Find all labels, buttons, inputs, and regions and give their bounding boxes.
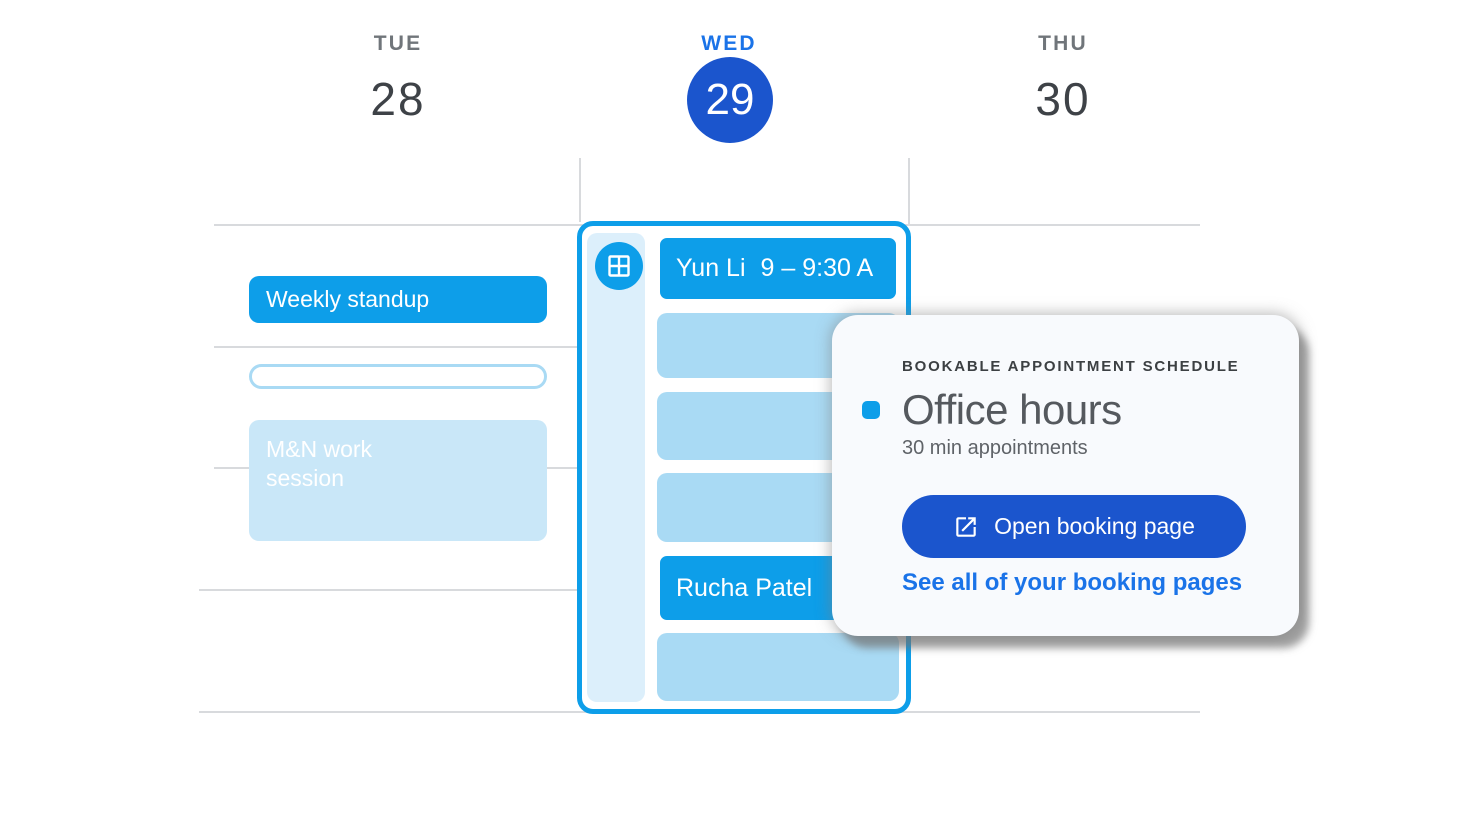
weekday-label-wed: WED <box>701 32 757 55</box>
popup-eyebrow: BOOKABLE APPOINTMENT SCHEDULE <box>902 358 1240 375</box>
appointment-attendee: Rucha Patel <box>676 573 813 602</box>
date-number-28[interactable]: 28 <box>370 73 426 125</box>
event-mn-work-session[interactable]: M&N work session <box>249 420 547 541</box>
button-label: Open booking page <box>994 513 1195 539</box>
date-number-29: 29 <box>705 75 755 124</box>
see-all-booking-pages-link[interactable]: See all of your booking pages <box>902 569 1243 596</box>
event-empty-outline-slot[interactable] <box>249 364 547 389</box>
schedule-color-bullet <box>862 401 880 419</box>
appointment-grid-icon[interactable] <box>595 242 643 290</box>
date-number-30[interactable]: 30 <box>1035 73 1091 125</box>
open-in-new-icon <box>953 514 979 540</box>
weekday-label-thu: THU <box>1038 32 1088 55</box>
appointment-yun-li[interactable]: Yun Li 9 – 9:30 A <box>657 235 899 302</box>
open-booking-page-button[interactable]: Open booking page <box>902 495 1246 558</box>
open-appointment-slot[interactable] <box>657 633 899 701</box>
column-divider <box>579 158 581 222</box>
popup-subtitle: 30 min appointments <box>902 437 1088 459</box>
event-title: M&N work session <box>266 436 373 491</box>
selected-date-circle[interactable]: 29 <box>687 57 773 143</box>
event-title: Weekly standup <box>266 286 430 312</box>
appointment-time: 9 – 9:30 A <box>760 254 874 282</box>
booking-popup-card: BOOKABLE APPOINTMENT SCHEDULE Office hou… <box>832 315 1299 636</box>
appointment-schedule-strip[interactable] <box>587 233 645 702</box>
event-weekly-standup[interactable]: Weekly standup <box>249 276 547 323</box>
weekday-label-tue: TUE <box>373 32 423 55</box>
column-divider <box>908 158 910 225</box>
appointment-attendee: Yun Li <box>676 254 746 282</box>
popup-title: Office hours <box>902 386 1122 433</box>
